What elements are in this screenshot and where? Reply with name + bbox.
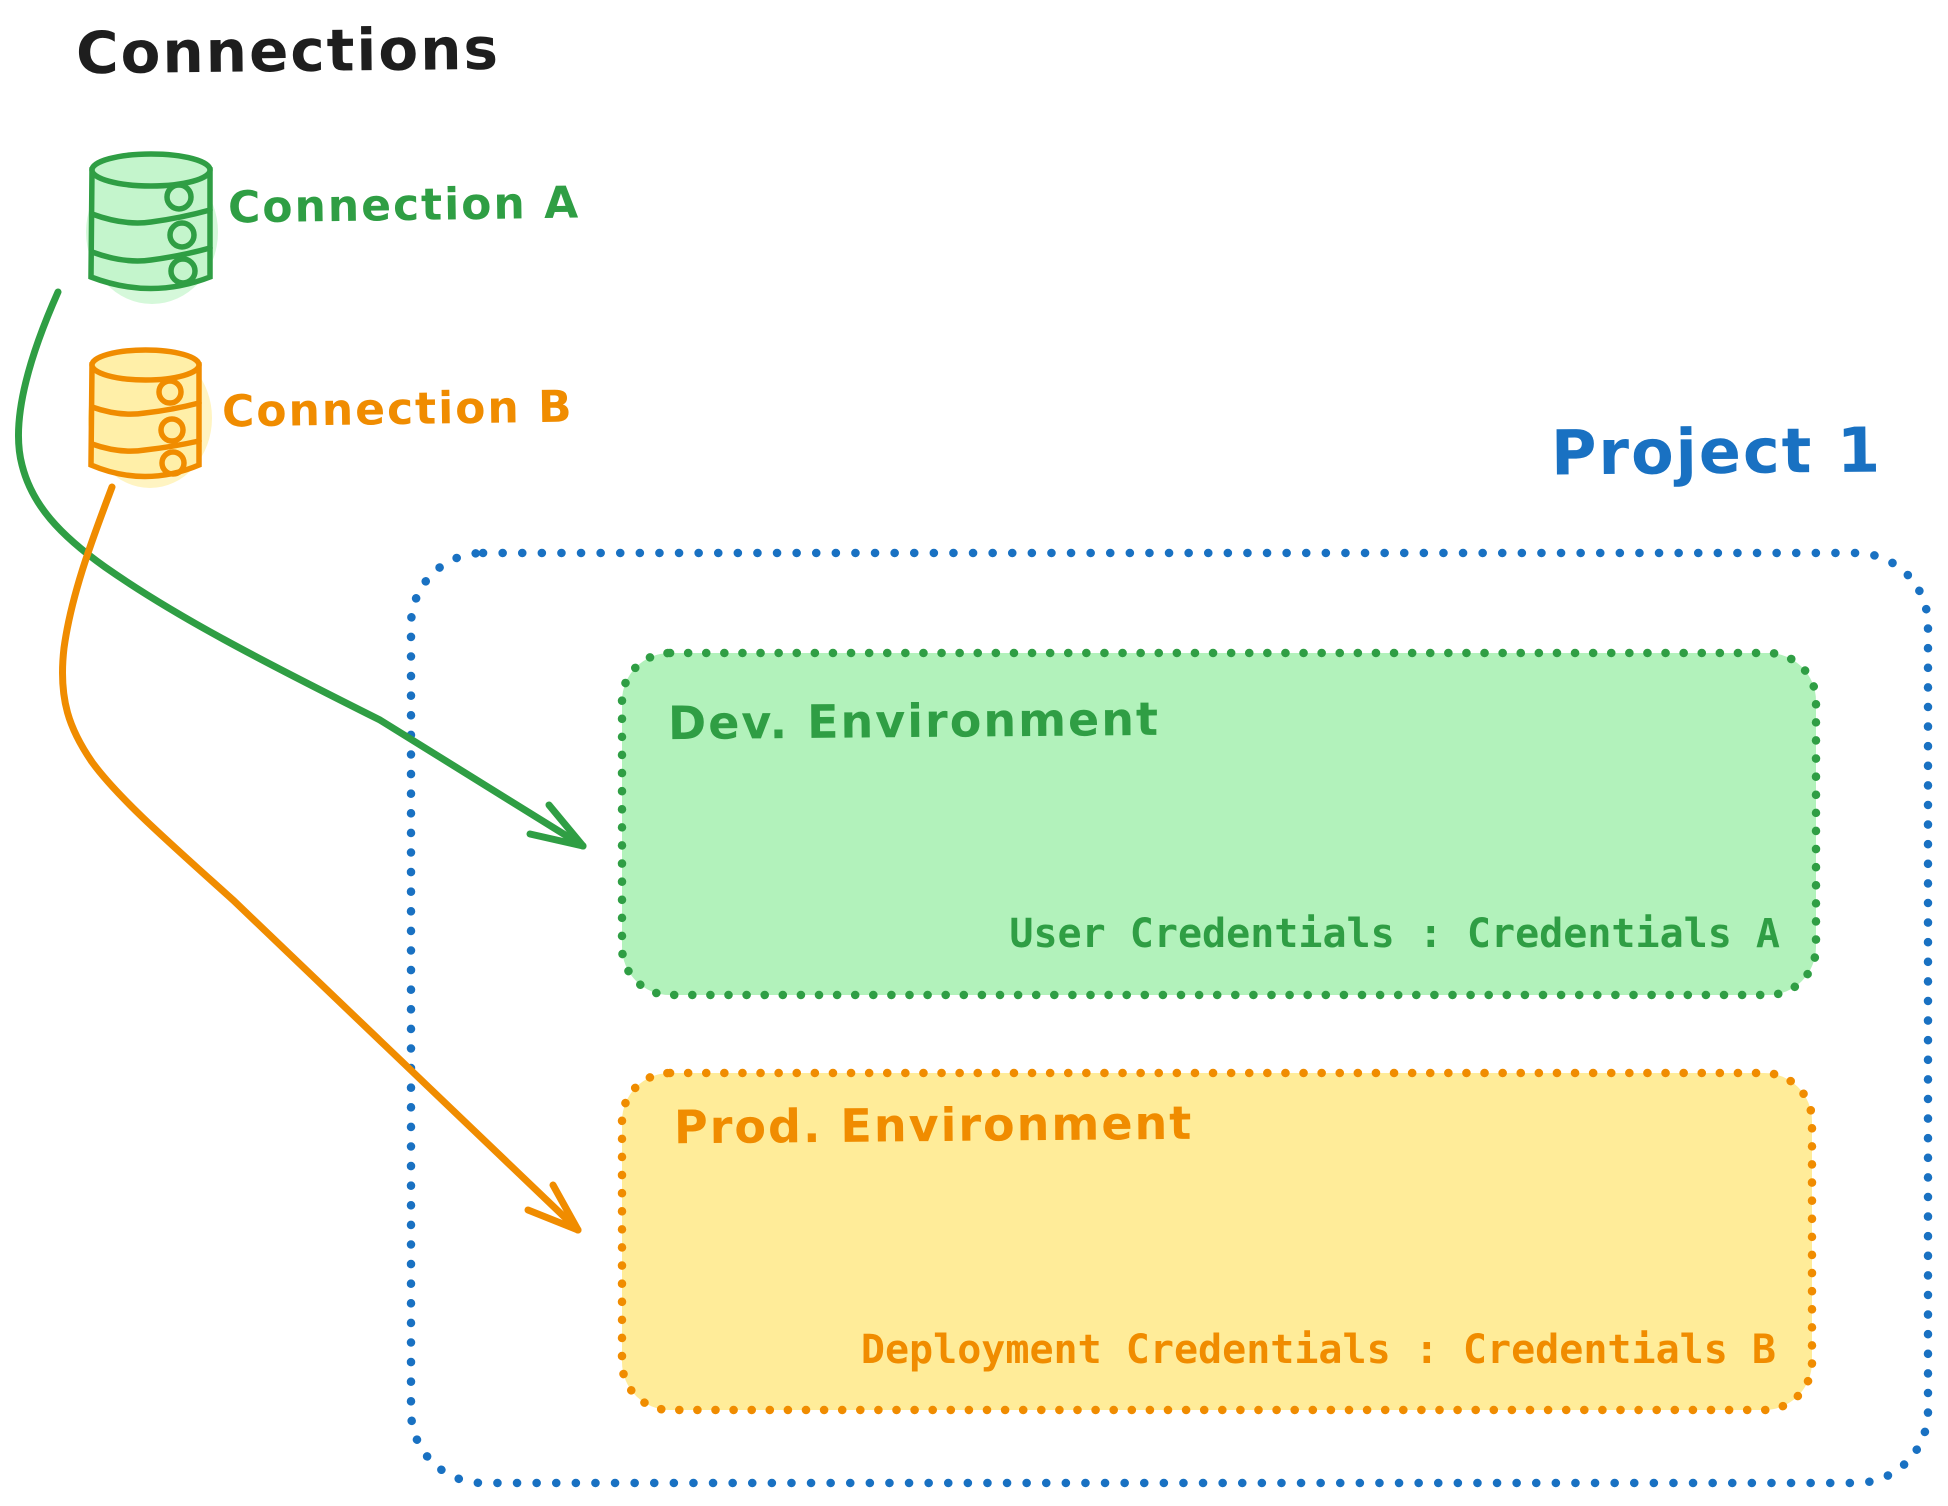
dev-environment-box	[617, 648, 1821, 1000]
connection-a-arrow	[14, 288, 587, 850]
connection-b-database-icon	[88, 347, 212, 488]
dev-environment-credentials: User Credentials : Credentials A	[1009, 911, 1780, 957]
connection-b-arrow	[58, 483, 582, 1234]
prod-environment-credentials: Deployment Credentials : Credentials B	[860, 1327, 1776, 1373]
project-title: Project 1	[1550, 413, 1883, 490]
prod-environment-title: Prod. Environment	[673, 1095, 1194, 1155]
project-boundary-box	[406, 548, 1933, 1488]
connection-a-label: Connection A	[227, 177, 581, 234]
prod-environment-box	[617, 1068, 1817, 1415]
connection-a-database-icon	[86, 151, 218, 304]
connection-b-label: Connection B	[221, 381, 574, 438]
diagram-title: Connections	[75, 14, 501, 88]
dev-environment-title: Dev. Environment	[667, 691, 1161, 751]
